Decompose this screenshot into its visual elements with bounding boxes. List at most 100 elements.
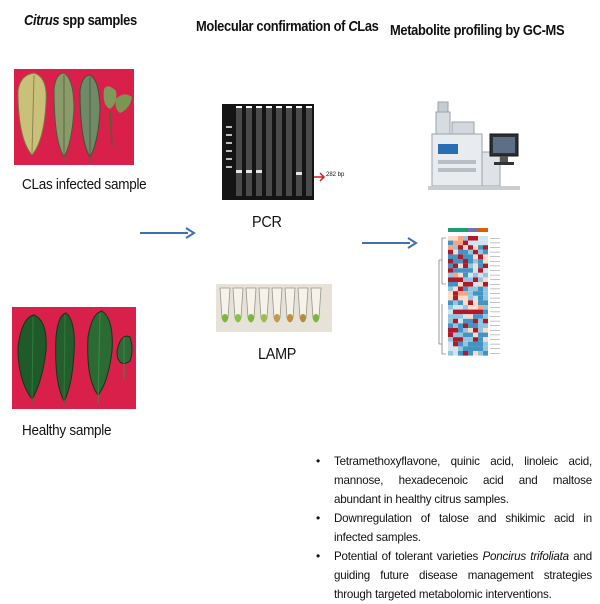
heatmap-group-bar <box>463 228 468 232</box>
heatmap-cell <box>478 328 483 333</box>
heatmap-cell <box>453 341 458 347</box>
heatmap-cell <box>463 346 468 351</box>
heatmap-cell <box>458 236 463 241</box>
heatmap-cell <box>463 286 468 292</box>
heatmap-cell <box>458 328 463 333</box>
heatmap-cell <box>448 282 453 287</box>
heatmap-cell <box>468 323 473 328</box>
heatmap-cell <box>468 272 473 278</box>
heatmap-cell <box>453 314 458 319</box>
infected-leaves-image <box>17 72 132 163</box>
heatmap-cell <box>483 328 488 333</box>
heatmap-cell <box>483 332 488 338</box>
heatmap-group-bar <box>448 228 453 232</box>
heatmap-cell <box>473 337 478 342</box>
heatmap-icon <box>438 228 500 356</box>
heatmap-cell <box>458 291 463 296</box>
heatmap-cell <box>458 286 463 292</box>
heatmap-cell <box>458 268 463 273</box>
arrow-right-icon <box>140 227 196 239</box>
heatmap-cell <box>448 249 453 255</box>
heatmap-cell <box>458 259 463 264</box>
heatmap-cell <box>458 309 463 315</box>
heatmap-cell <box>478 286 483 292</box>
heatmap-group-bar <box>468 228 473 232</box>
heatmap-cell <box>453 277 458 282</box>
heatmap-cell <box>458 240 463 246</box>
heatmap-cell <box>468 263 473 269</box>
heatmap-cell <box>448 351 453 356</box>
heatmap-cell <box>478 249 483 255</box>
heatmap-cell <box>453 318 458 324</box>
heatmap-cell <box>468 318 473 324</box>
heatmap-cell <box>458 277 463 282</box>
heatmap-cell <box>468 277 473 282</box>
heatmap-cell <box>473 263 478 269</box>
heatmap-cell <box>448 337 453 342</box>
heatmap-cell <box>463 240 468 246</box>
heatmap-cell <box>463 351 468 356</box>
heatmap-cell <box>463 254 468 259</box>
gel-lanes <box>222 104 314 200</box>
heatmap-cell <box>483 346 488 351</box>
heatmap-cell <box>463 314 468 319</box>
heatmap-cell <box>453 236 458 241</box>
heatmap-cell <box>453 332 458 338</box>
heatmap-cell <box>453 282 458 287</box>
heatmap-cell <box>448 286 453 292</box>
pcr-label: PCR <box>252 214 282 231</box>
heatmap-cell <box>468 341 473 347</box>
heatmap-cell <box>468 328 473 333</box>
heatmap-cell <box>453 272 458 278</box>
heatmap-cell <box>478 259 483 264</box>
heatmap-cell <box>473 254 478 259</box>
heatmap-cell <box>483 245 488 250</box>
heatmap-cell <box>478 341 483 347</box>
heatmap-cell <box>478 295 483 301</box>
heatmap-cell <box>448 259 453 264</box>
heatmap-cell <box>473 259 478 264</box>
heatmap-cell <box>463 323 468 328</box>
heatmap-cell <box>453 309 458 315</box>
heatmap-cell <box>473 249 478 255</box>
heatmap-cell <box>453 286 458 292</box>
heatmap-cell <box>453 259 458 264</box>
infected-sample-label: CLas infected sample <box>22 176 147 193</box>
heatmap-cell <box>478 337 483 342</box>
infected-leaf-photo <box>14 69 134 165</box>
heatmap-cell <box>448 272 453 278</box>
heatmap-dendrogram <box>438 237 446 355</box>
heatmap-cell <box>453 328 458 333</box>
heatmap-cell <box>453 245 458 250</box>
heatmap-cell <box>473 323 478 328</box>
heatmap-cell <box>458 323 463 328</box>
heatmap-cell <box>483 259 488 264</box>
heading-molecular-confirmation: Molecular confirmation of CLas <box>196 18 379 35</box>
heatmap-cell <box>448 309 453 315</box>
heatmap-cell <box>463 263 468 269</box>
heatmap-cell <box>453 240 458 246</box>
heatmap-cell <box>473 240 478 246</box>
heatmap-cell <box>458 263 463 269</box>
healthy-leaf-photo <box>12 307 136 409</box>
heatmap-cell <box>483 305 488 310</box>
pcr-gel-image <box>222 104 314 200</box>
heatmap-cell <box>448 323 453 328</box>
heatmap-cell <box>478 272 483 278</box>
heatmap-cell <box>448 305 453 310</box>
band-size-label: 282 bp <box>326 172 345 178</box>
heatmap-cell <box>478 240 483 246</box>
arrow-right-icon <box>362 237 418 249</box>
heatmap-cell <box>448 318 453 324</box>
heatmap-cell <box>478 245 483 250</box>
heatmap-cell <box>468 268 473 273</box>
heatmap-cell <box>483 291 488 296</box>
heatmap-cell <box>473 309 478 315</box>
heatmap-cell <box>463 259 468 264</box>
heatmap-cell <box>448 263 453 269</box>
heatmap-cell <box>453 305 458 310</box>
heatmap-cell <box>473 328 478 333</box>
heatmap-cell <box>468 351 473 356</box>
heatmap-cell <box>463 282 468 287</box>
heatmap-cell <box>468 254 473 259</box>
